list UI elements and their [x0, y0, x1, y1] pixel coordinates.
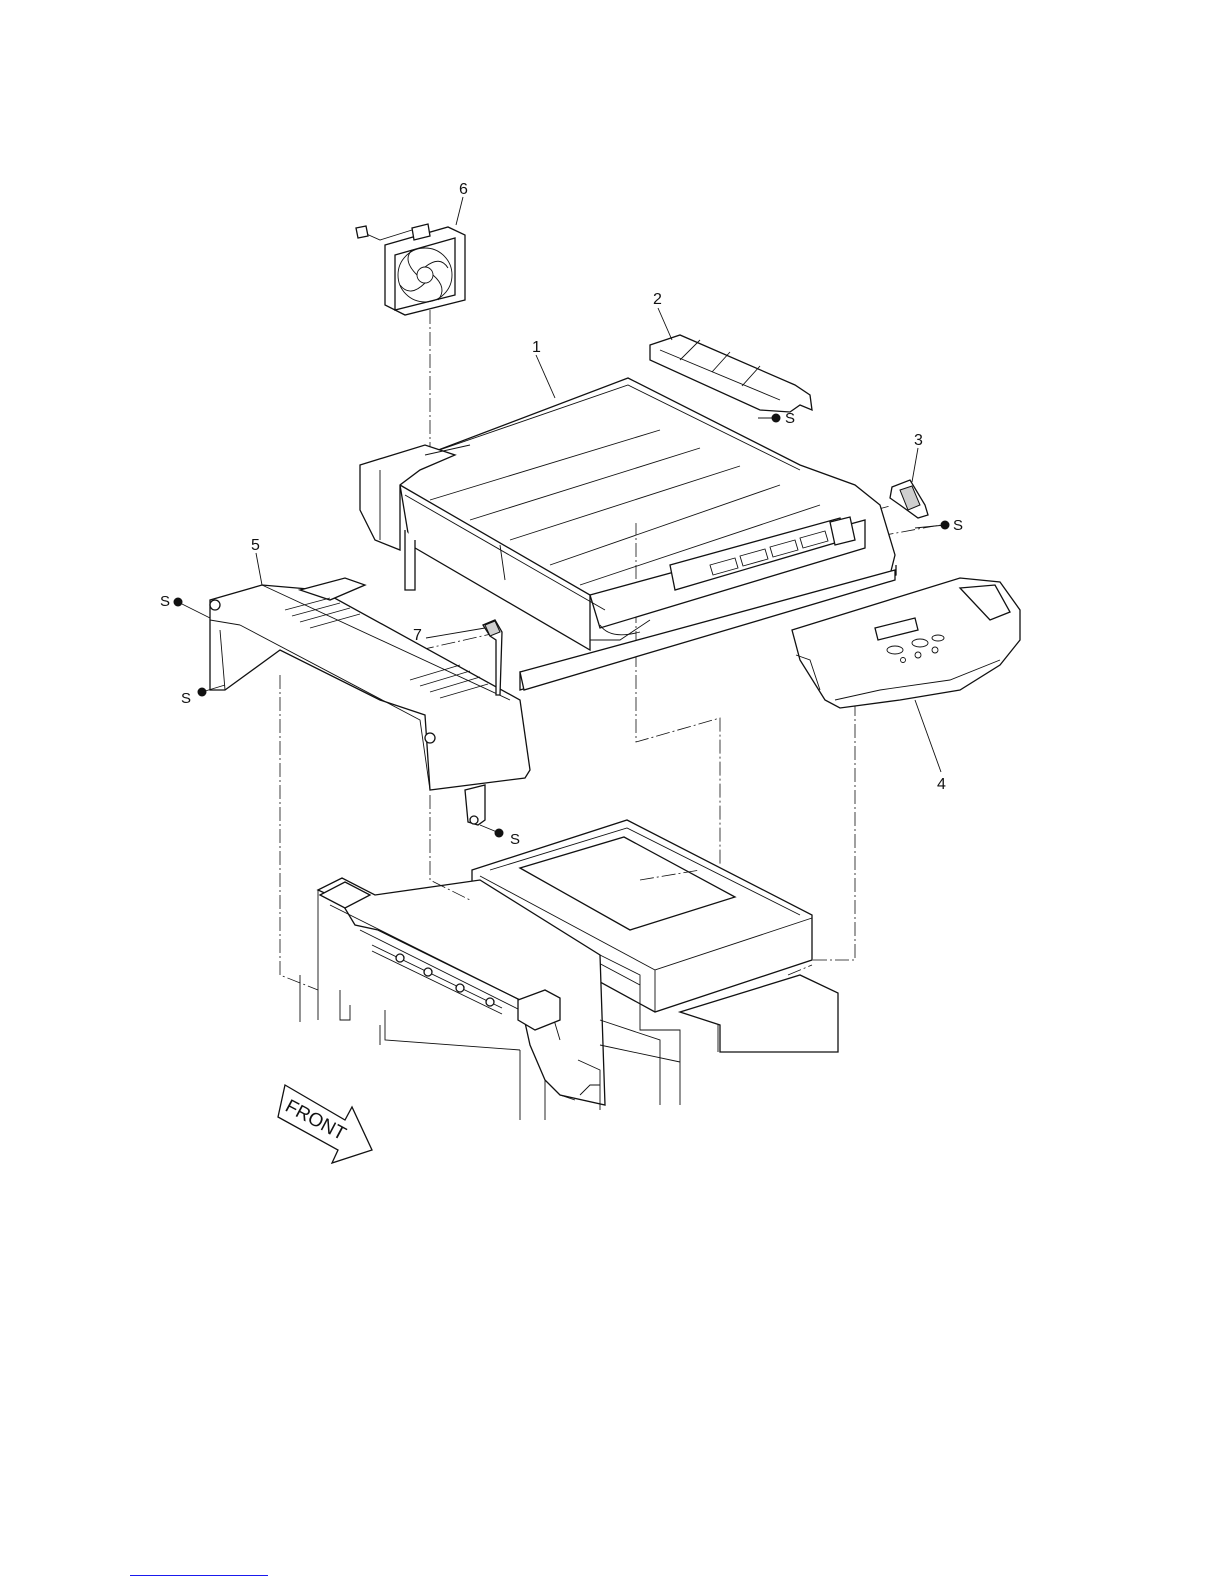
printer-chassis — [300, 820, 838, 1120]
part-3-bracket — [890, 480, 928, 518]
callout-7: 7 — [413, 627, 422, 644]
part-5-side-cover — [210, 578, 530, 825]
callout-4: 4 — [937, 776, 946, 793]
callout-6: 6 — [459, 181, 468, 198]
callout-2: 2 — [653, 291, 662, 308]
screw-label: S — [785, 410, 795, 427]
front-arrow: FRONT — [278, 1085, 372, 1163]
screw-dot — [198, 688, 207, 697]
screw-label: S — [181, 690, 191, 707]
callout-5: 5 — [251, 537, 260, 554]
screw-dot — [772, 414, 781, 423]
screw-dot — [941, 521, 950, 530]
screw-label: S — [510, 831, 520, 848]
footer-link-underline[interactable] — [130, 1575, 268, 1576]
callout-1: 1 — [532, 339, 541, 356]
screw-label: S — [953, 517, 963, 534]
part-6-fan — [356, 224, 465, 315]
callout-3: 3 — [914, 432, 923, 449]
screw-dot — [174, 598, 183, 607]
screw-dot — [495, 829, 504, 838]
screw-label: S — [160, 593, 170, 610]
part-2-output-tray — [650, 335, 812, 412]
